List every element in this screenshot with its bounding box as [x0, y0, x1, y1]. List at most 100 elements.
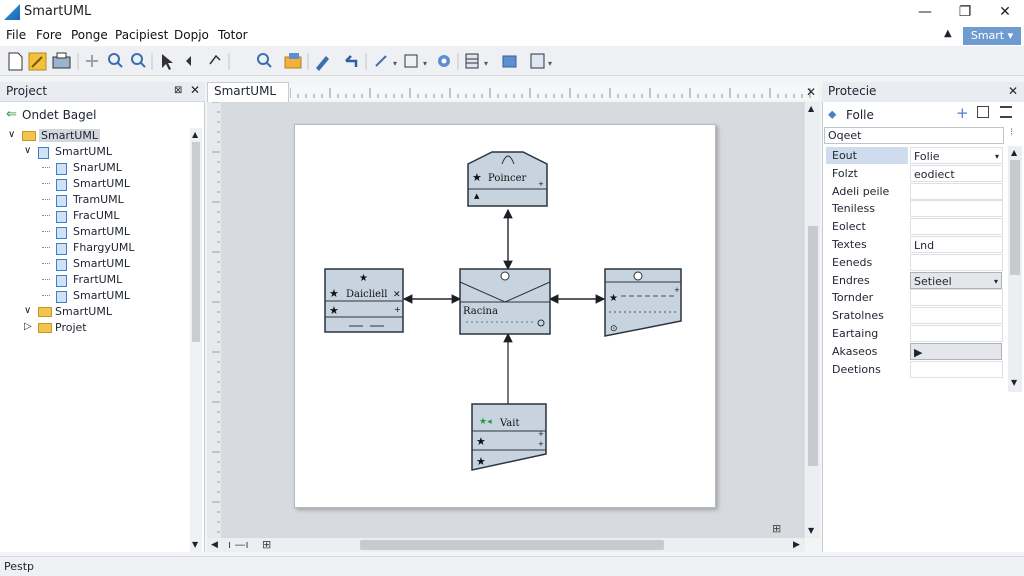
fit-icon[interactable] — [86, 55, 98, 67]
grid-icon[interactable]: ▾ — [465, 53, 488, 69]
tree-toggle-icon[interactable]: ∨ — [24, 305, 32, 316]
canvas-scroll-down-icon[interactable]: ▼ — [808, 526, 815, 535]
properties-panel-close-icon[interactable]: ✕ — [1008, 84, 1019, 98]
tree-item-label[interactable]: TramUML — [73, 193, 124, 206]
tab-label[interactable]: SmartUML — [214, 84, 277, 98]
canvas-horizontal-thumb[interactable] — [360, 540, 664, 550]
tree-item-label[interactable]: Projet — [55, 321, 87, 334]
undo-icon[interactable] — [209, 54, 221, 65]
property-value[interactable] — [910, 307, 1003, 325]
alphabetical-view-icon[interactable] — [1000, 106, 1012, 118]
svg-text:★: ★ — [609, 293, 618, 304]
tree-item-label[interactable]: SmartUML — [73, 225, 130, 238]
arrow-icon[interactable] — [186, 56, 191, 66]
page-grid-icon[interactable]: ⊞ — [262, 538, 272, 551]
folder-icon[interactable] — [284, 53, 302, 69]
menu-ponge[interactable]: Ponge — [71, 28, 108, 42]
document-close-icon[interactable]: ✕ — [806, 85, 817, 99]
tab-smartuml[interactable] — [207, 82, 289, 102]
search-options-icon[interactable]: ⁝ — [1010, 127, 1014, 138]
categorized-view-icon[interactable] — [977, 106, 989, 118]
dropdown-arrow-icon[interactable]: ▾ — [993, 276, 998, 286]
canvas-vertical-thumb[interactable] — [808, 226, 818, 466]
edit-icon[interactable] — [28, 52, 47, 71]
smart-button[interactable]: Smart ▾ — [963, 27, 1021, 45]
menu-totor[interactable]: Totor — [218, 28, 248, 42]
add-property-icon[interactable]: + — [956, 104, 969, 122]
zoom-slider-icon[interactable]: ı —ı — [228, 538, 249, 551]
menu-fore[interactable]: Fore — [36, 28, 62, 42]
property-value[interactable]: Lnd — [910, 236, 1003, 253]
property-value[interactable] — [910, 360, 1003, 378]
link-icon[interactable]: ▾ — [375, 55, 397, 68]
class-left[interactable]: ★ ★ Daicliell ✕ ★ + — [324, 268, 404, 333]
property-value[interactable]: Setieel▾ — [910, 271, 1002, 289]
tree-item-label[interactable]: SmartUML — [39, 129, 100, 142]
export-icon[interactable] — [502, 55, 517, 68]
pin-icon[interactable]: ⊠ — [174, 85, 183, 96]
tree-item-label[interactable]: SmartUML — [55, 145, 112, 158]
minimize-icon[interactable]: — — [918, 4, 932, 20]
property-search-input[interactable] — [824, 127, 1004, 144]
property-value[interactable]: eodiect — [910, 164, 1003, 182]
document-icon — [56, 179, 67, 191]
sync-icon[interactable] — [438, 55, 450, 67]
new-file-icon[interactable] — [8, 52, 23, 71]
property-value[interactable]: ▶ — [910, 342, 1002, 360]
tree-item-label[interactable]: FrartUML — [73, 273, 123, 286]
zoom-icon[interactable] — [108, 53, 123, 68]
find-icon[interactable] — [131, 53, 146, 68]
selection-type-icon: ⬥ — [828, 107, 837, 121]
property-value[interactable] — [910, 253, 1003, 271]
menu-file[interactable]: File — [6, 28, 27, 42]
property-value[interactable] — [910, 289, 1003, 307]
property-name: Endres — [832, 273, 870, 287]
tree-toggle-icon[interactable]: ∨ — [24, 145, 32, 156]
tree-toggle-icon[interactable]: ∨ — [8, 129, 16, 140]
maximize-icon[interactable]: ❐ — [958, 4, 972, 20]
folder-icon — [22, 131, 36, 141]
property-value[interactable] — [910, 200, 1003, 218]
tree-item-label[interactable]: SmartUML — [55, 305, 112, 318]
search-icon[interactable] — [257, 53, 272, 68]
menu-pacipiest[interactable]: Pacipiest — [115, 28, 169, 42]
collapse-ribbon-icon[interactable]: ▲ — [944, 28, 952, 39]
properties-scroll-thumb[interactable] — [1010, 160, 1020, 275]
project-panel-close-icon[interactable]: ✕ — [190, 83, 201, 97]
class-center[interactable]: Racina — [459, 268, 551, 335]
print-icon[interactable] — [52, 52, 71, 69]
scroll-up-icon[interactable]: ▲ — [192, 130, 199, 139]
dropdown-arrow-icon[interactable]: ▾ — [994, 152, 999, 161]
tree-item-label[interactable]: FracUML — [73, 209, 120, 222]
property-value[interactable] — [910, 182, 1003, 200]
tree-item-label[interactable]: SmartUML — [73, 289, 130, 302]
back-label[interactable]: Ondet Bagel — [22, 108, 97, 122]
canvas-scroll-right-icon[interactable]: ▶ — [793, 540, 800, 550]
page-nav-icon[interactable]: ⊞ — [772, 522, 782, 535]
menu-dopjo[interactable]: Dopjo — [174, 28, 209, 42]
tree-item-label[interactable]: SmartUML — [73, 257, 130, 270]
scroll-down-icon[interactable]: ▼ — [192, 540, 199, 549]
canvas-scroll-up-icon[interactable]: ▲ — [808, 104, 815, 113]
layout-icon[interactable]: ▾ — [404, 54, 427, 68]
arrange-icon[interactable]: ▾ — [530, 53, 552, 69]
property-value[interactable] — [910, 218, 1003, 236]
tree-item-label[interactable]: FhargyUML — [73, 241, 135, 254]
tree-toggle-icon[interactable]: ▷ — [24, 321, 32, 332]
class-top[interactable]: ★ Poincer + ▲ — [467, 151, 548, 207]
tree-item-label[interactable]: SnarUML — [73, 161, 122, 174]
canvas-scroll-left-icon[interactable]: ◀ — [211, 540, 218, 550]
tree-item-label[interactable]: SmartUML — [73, 177, 130, 190]
class-right[interactable]: ★ ⊙ + — [604, 268, 682, 337]
property-value[interactable] — [910, 325, 1003, 342]
class-bottom[interactable]: ★◂ Vait ★ ★ + + — [471, 403, 547, 471]
draw-icon[interactable] — [316, 56, 329, 71]
close-icon[interactable]: ✕ — [999, 4, 1011, 20]
properties-scroll-up-icon[interactable]: ▲ — [1011, 148, 1018, 157]
project-scroll-thumb[interactable] — [192, 142, 200, 342]
property-value[interactable]: Folie▾ — [910, 147, 1003, 164]
properties-scroll-down-icon[interactable]: ▼ — [1011, 378, 1018, 387]
redo-icon[interactable] — [345, 55, 358, 67]
back-arrow-icon[interactable]: ⇐ — [6, 107, 17, 122]
pointer-icon[interactable] — [162, 54, 173, 70]
